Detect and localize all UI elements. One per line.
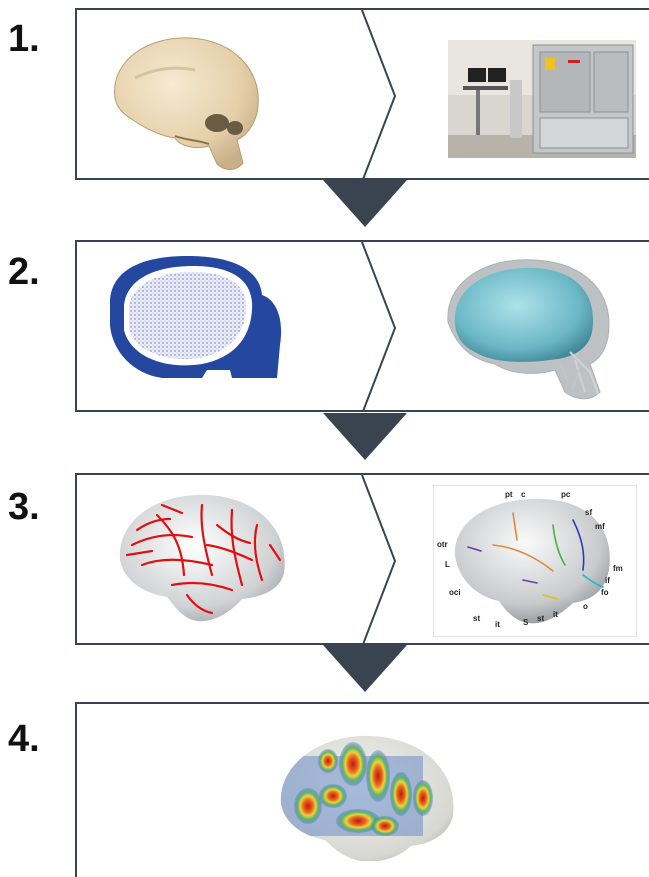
label-c: c (521, 490, 526, 499)
down-arrow-1 (323, 180, 407, 227)
ct-scanner-photo (448, 40, 636, 158)
step-3-panel: pt c pc sf mf otr L fm if fo o oci st it… (75, 473, 649, 645)
label-oci: oci (449, 588, 461, 597)
skull-endocast-render (447, 259, 610, 400)
label-L: L (445, 560, 450, 569)
step-number-2: 2. (8, 251, 40, 293)
label-fo: fo (601, 588, 609, 597)
label-it-1: it (495, 620, 500, 629)
step-number-1: 1. (8, 18, 40, 60)
down-arrow-2 (323, 413, 407, 460)
label-pc: pc (561, 490, 571, 499)
sulci-labels: pt c pc sf mf otr L fm if fo o oci st it… (437, 490, 623, 629)
chevron-divider (361, 10, 397, 178)
label-st-1: st (473, 614, 480, 623)
step-4-panel (75, 702, 649, 877)
labeled-sulci-figure: pt c pc sf mf otr L fm if fo o oci st it… (433, 485, 637, 637)
label-pt: pt (505, 490, 513, 499)
down-arrow-3 (323, 645, 407, 692)
label-it-2: it (553, 610, 558, 619)
chevron-divider (361, 475, 397, 643)
label-if: if (605, 576, 610, 585)
label-otr: otr (437, 540, 448, 549)
label-o: o (583, 602, 588, 611)
step-number-4: 4. (8, 718, 40, 760)
label-S: S (523, 618, 529, 627)
sulci-tracing-render (119, 494, 285, 622)
chevron-divider (361, 242, 397, 410)
step-1-panel (75, 8, 649, 180)
label-sf: sf (585, 508, 592, 517)
label-fm: fm (613, 564, 623, 573)
endocast-mask-slice (110, 255, 282, 378)
step-2-panel (75, 240, 649, 412)
probability-heatmap-brain (280, 735, 454, 861)
skull-image (114, 37, 259, 170)
label-st-2: st (537, 614, 544, 623)
label-mf: mf (595, 522, 605, 531)
step-number-3: 3. (8, 486, 40, 528)
